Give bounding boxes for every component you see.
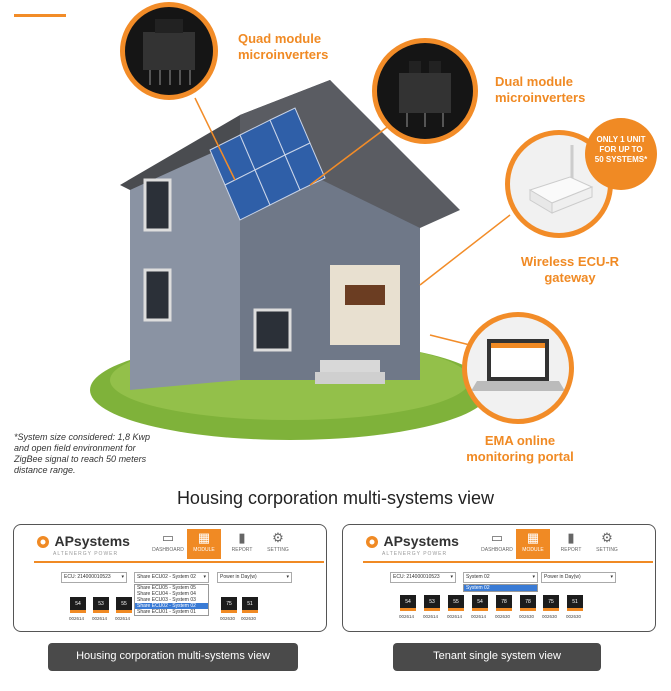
module-id: 002614 — [423, 614, 439, 619]
dropdown-option[interactable]: Share ECU03 - System 03 — [137, 597, 196, 603]
chevron-down-icon: ▾ — [286, 574, 289, 580]
ecu-gateway-circle — [505, 130, 613, 238]
module-tile[interactable]: 54 — [400, 595, 416, 611]
dropdown-option[interactable]: Share ECU05 - System 05 — [137, 585, 196, 591]
ema-portal-circle — [462, 312, 574, 424]
chevron-down-icon: ▾ — [121, 574, 124, 580]
power-select[interactable]: Power in Day(w)▾ — [217, 572, 292, 583]
ecu-select[interactable]: ECU: 214000010523▾ — [390, 572, 456, 583]
module-tile[interactable]: 51 — [567, 595, 583, 611]
monitor-icon: ▭ — [490, 530, 504, 545]
nav-dashboard[interactable]: ▭DASHBOARD — [152, 530, 184, 553]
system-dropdown: Share ECU05 - System 05 Share ECU04 - Sy… — [134, 584, 209, 616]
single-system-caption: Tenant single system view — [393, 643, 601, 671]
apsystems-logo-icon — [37, 535, 49, 548]
chevron-down-icon: ▾ — [532, 574, 535, 580]
gateway-label: Wireless ECU-R gateway — [520, 254, 620, 285]
multi-system-caption: Housing corporation multi-systems view — [48, 643, 298, 671]
apsystems-logo-icon — [366, 535, 378, 548]
bar-chart-icon: ▮ — [567, 530, 575, 545]
logo-subtext: ALTENERGY POWER — [53, 551, 119, 557]
chevron-down-icon: ▾ — [610, 574, 613, 580]
bar-chart-icon: ▮ — [238, 530, 246, 545]
single-system-panel: APsystems ALTENERGY POWER ▭DASHBOARD ▦MO… — [342, 524, 656, 632]
ecu-select[interactable]: ECU: 214000010523▾ — [61, 572, 127, 583]
module-tile[interactable]: 78 — [520, 595, 536, 611]
apsystems-logo: APsystems ALTENERGY POWER — [36, 533, 130, 557]
module-tile[interactable]: 51 — [242, 597, 258, 613]
nav-report[interactable]: ▮REPORT — [554, 529, 588, 559]
disclaimer: *System size considered: 1,8 Kwp and ope… — [14, 432, 151, 475]
module-id: 002614 — [115, 616, 131, 621]
system-select[interactable]: Share ECU02 - System 02▾ — [134, 572, 209, 583]
grid-icon: ▦ — [197, 530, 211, 545]
module-id: 002630 — [519, 614, 535, 619]
module-tile[interactable]: 53 — [424, 595, 440, 611]
callout-lines — [194, 97, 511, 346]
chevron-down-icon: ▾ — [450, 574, 453, 580]
apsystems-logo: APsystems ALTENERGY POWER — [365, 533, 459, 557]
dual-module-label: Dual module microinverters — [495, 74, 586, 105]
nav-dashboard[interactable]: ▭DASHBOARD — [481, 530, 513, 553]
logo-text: APsystems — [54, 533, 130, 549]
chevron-down-icon: ▾ — [203, 574, 206, 580]
module-id: 002614 — [399, 614, 415, 619]
module-id: 002614 — [471, 614, 487, 619]
power-select[interactable]: Power in Day(w)▾ — [541, 572, 616, 583]
dropdown-option-selected[interactable]: System 02 — [464, 585, 537, 591]
system-dropdown: System 02 — [463, 584, 538, 592]
nav-module[interactable]: ▦MODULE — [516, 529, 550, 559]
logo-text: APsystems — [383, 533, 459, 549]
module-id: 002630 — [495, 614, 511, 619]
nav-setting[interactable]: ⚙SETTING — [261, 529, 295, 559]
multi-system-panel: APsystems ALTENERGY POWER ▭DASHBOARD ▦MO… — [13, 524, 327, 632]
module-id: 002630 — [566, 614, 582, 619]
monitor-icon: ▭ — [161, 530, 175, 545]
house-illustration — [90, 80, 480, 440]
system-select[interactable]: System 02▾ — [463, 572, 538, 583]
section-title: Housing corporation multi-systems view — [176, 488, 495, 508]
module-id: 002630 — [542, 614, 558, 619]
module-tile[interactable]: 78 — [496, 595, 512, 611]
dropdown-option[interactable]: Share ECU01 - System 01 — [137, 609, 196, 615]
nav-module[interactable]: ▦MODULE — [187, 529, 221, 559]
gear-icon: ⚙ — [601, 530, 613, 545]
module-tile[interactable]: 75 — [221, 597, 237, 613]
solar-panels — [209, 107, 326, 221]
dropdown-option-selected[interactable]: Share ECU02 - System 02 — [135, 603, 208, 609]
quad-module-label: Quad module microinverters — [238, 31, 329, 62]
module-id: 002630 — [220, 616, 236, 621]
module-id: 002614 — [92, 616, 108, 621]
module-tile[interactable]: 55 — [448, 595, 464, 611]
gear-icon: ⚙ — [272, 530, 284, 545]
dual-microinverter-circle — [372, 38, 478, 144]
logo-subtext: ALTENERGY POWER — [382, 551, 448, 557]
module-tile[interactable]: 54 — [70, 597, 86, 613]
module-tile[interactable]: 75 — [543, 595, 559, 611]
module-id: 002614 — [69, 616, 85, 621]
grid-icon: ▦ — [526, 530, 540, 545]
accent-line — [14, 14, 66, 17]
module-id: 002614 — [447, 614, 463, 619]
dropdown-option[interactable]: Share ECU04 - System 04 — [137, 591, 196, 597]
module-id: 002630 — [241, 616, 257, 621]
nav-setting[interactable]: ⚙SETTING — [590, 529, 624, 559]
portal-label: EMA online monitoring portal — [466, 433, 574, 464]
nav-report[interactable]: ▮REPORT — [225, 529, 259, 559]
only-one-unit-badge: ONLY 1 UNIT FOR UP TO 50 SYSTEMS* — [585, 118, 657, 190]
header-rule — [363, 561, 653, 563]
quad-microinverter-circle — [120, 2, 218, 100]
module-tile[interactable]: 55 — [116, 597, 132, 613]
module-tile[interactable]: 53 — [93, 597, 109, 613]
header-rule — [34, 561, 324, 563]
module-tile[interactable]: 54 — [472, 595, 488, 611]
